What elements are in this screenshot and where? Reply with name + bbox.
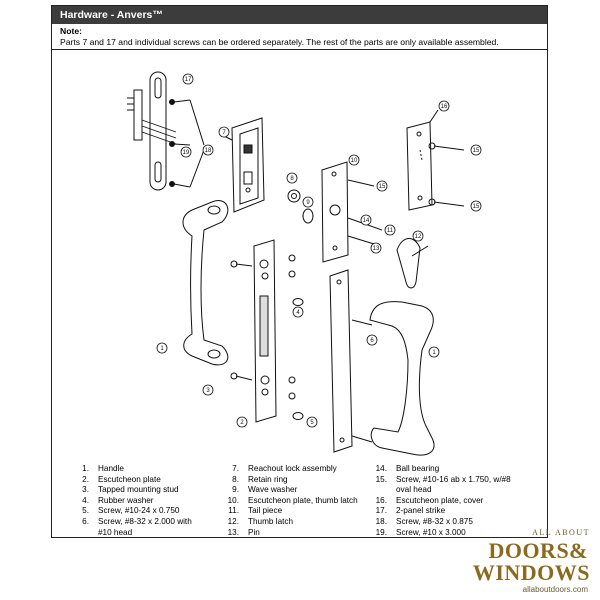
parts-list-item: 11.Tail piece: [228, 506, 283, 516]
callout-4: 4: [296, 310, 300, 316]
callout-14: 14: [363, 218, 370, 224]
callout-2: 2: [240, 420, 244, 426]
callout-9: 9: [306, 200, 310, 206]
logo-line-2: WINDOWS: [472, 560, 590, 585]
callout-15c: 15: [379, 184, 386, 190]
callout-8: 8: [290, 176, 294, 182]
strike-plate-part: [127, 71, 177, 191]
callout-18: 18: [205, 148, 212, 154]
callout-labels: 17 19 18 7 8 9 10 16 15 15 15 14 11 12 1…: [156, 73, 482, 428]
callout-17: 17: [185, 77, 192, 83]
parts-list-item: 1.Handle: [82, 464, 124, 473]
callout-6: 6: [370, 338, 374, 344]
parts-list-item: 2.Escutcheon plate: [82, 474, 161, 484]
parts-list-item: 6.Screw, #8-32 x 2.000 with #10 head: [82, 516, 192, 537]
parts-column-3: 14.Ball bearing 15.Screw, #10-16 ab x 1.…: [374, 464, 511, 538]
parts-list-item: 4.Rubber washer: [82, 495, 154, 505]
callout-15b: 15: [473, 204, 480, 210]
handle-left-part: [182, 200, 229, 366]
callout-16: 16: [441, 104, 448, 110]
long-plate-part: [329, 269, 373, 453]
lock-assembly-part: [223, 117, 265, 213]
note-box: Note: Parts 7 and 17 and individual scre…: [52, 24, 547, 50]
callout-5: 5: [310, 420, 314, 426]
cover-screws: [428, 142, 465, 207]
washers: [287, 189, 314, 224]
callout-11: 11: [387, 228, 394, 234]
parts-list-item: 9.Wave washer: [232, 485, 298, 495]
parts-list-item: 19.Screw, #10 x 3.000: [375, 527, 466, 537]
callout-1a: 1: [160, 346, 164, 352]
parts-list: 1.Handle 2.Escutcheon plate 3.Tapped mou…: [52, 460, 547, 538]
parts-list-item: 16.Escutcheon plate, cover: [375, 495, 484, 505]
rubber-washers: [288, 254, 304, 420]
mounting-studs: [230, 260, 253, 381]
parts-list-item: 15.Screw, #10-16 ab x 1.750, w/#8 oval h…: [375, 474, 511, 495]
strike-screws: [169, 99, 205, 188]
note-text: Parts 7 and 17 and individual screws can…: [60, 37, 499, 47]
parts-list-item: 17.2-panel strike: [375, 506, 446, 516]
parts-list-item: 12.Thumb latch: [227, 516, 294, 526]
parts-list-item: 10.Escutcheon plate, thumb latch: [227, 495, 358, 505]
escutcheon-cover-part: [406, 109, 439, 211]
handle-right-part: [369, 301, 435, 456]
thumb-latch-part: [396, 238, 429, 289]
exploded-view-diagram: 17 19 18 7 8 9 10 16 15 15 15 14 11 12 1…: [127, 71, 482, 456]
page-title: Hardware - Anvers™: [52, 6, 547, 24]
parts-column-1: 1.Handle 2.Escutcheon plate 3.Tapped mou…: [76, 464, 192, 538]
parts-list-item: 18.Screw, #8-32 x 0.875: [375, 516, 473, 526]
thumb-latch-plate-part: [321, 161, 383, 263]
parts-list-item: 8.Retain ring: [232, 474, 288, 484]
logo-tagline: ALL ABOUT: [532, 528, 590, 537]
logo-url: allaboutdoors.com: [522, 585, 588, 594]
callout-13: 13: [373, 246, 380, 252]
callout-10: 10: [351, 158, 358, 164]
parts-list-item: 3.Tapped mounting stud: [82, 485, 179, 495]
callout-19: 19: [183, 150, 190, 156]
parts-list-item: 7.Reachout lock assembly: [232, 464, 337, 473]
parts-column-2: 7.Reachout lock assembly 8.Retain ring 9…: [226, 464, 358, 538]
callout-3: 3: [206, 388, 210, 394]
note-label: Note:: [60, 26, 82, 36]
callout-7: 7: [222, 130, 226, 136]
callout-12: 12: [415, 234, 422, 240]
parts-list-item: 13.Pin: [227, 527, 260, 537]
callout-15a: 15: [473, 148, 480, 154]
callout-1b: 1: [432, 350, 436, 356]
escutcheon-plate-part: [253, 239, 277, 423]
brand-logo: ALL ABOUT DOORS& WINDOWS allaboutdoors.c…: [462, 524, 596, 596]
parts-list-item: 14.Ball bearing: [375, 464, 440, 473]
diagram-frame: Hardware - Anvers™ Note: Parts 7 and 17 …: [51, 5, 548, 538]
parts-list-item: 5.Screw, #10-24 x 0.750: [82, 506, 180, 516]
logo-line-1: DOORS&: [488, 538, 588, 563]
